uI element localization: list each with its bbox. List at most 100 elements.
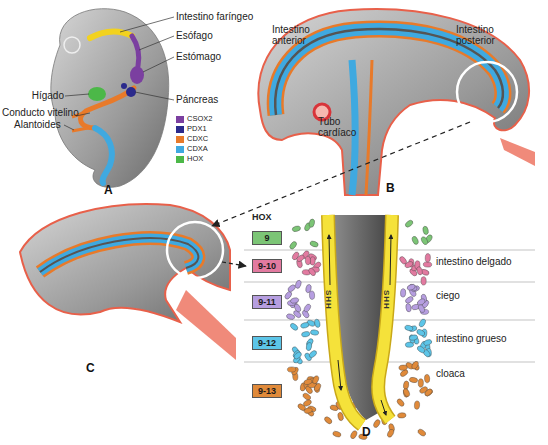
mesenchyme-cell [305, 342, 312, 351]
embryo-body [258, 9, 529, 195]
mesenchyme-cell [424, 388, 434, 397]
focus-circle [457, 62, 517, 122]
embryo-c [20, 204, 236, 360]
mesenchyme-cell [305, 256, 310, 265]
legend-row: CDXC [176, 134, 212, 144]
leader-lines [64, 17, 174, 130]
hox-code: 9-13 [256, 386, 278, 396]
structure-label: Tubo cardíaco [318, 116, 370, 138]
mesenchyme-cell [300, 322, 310, 329]
esophagus [132, 36, 139, 66]
embryo-a [51, 9, 174, 188]
panel-letter: A [104, 184, 113, 197]
yolk-stalk-wall [366, 60, 372, 195]
mesenchyme-cell [289, 240, 298, 250]
structure-label: Intestino anterior [272, 24, 324, 46]
endoderm-edge [378, 215, 392, 420]
mesenchyme-cell [292, 225, 301, 232]
mesenchyme-cell [404, 324, 413, 331]
structure-label: Conducto vitelino [2, 107, 79, 118]
endoderm-band [378, 215, 392, 420]
legend-swatch [176, 136, 184, 143]
mesenchyme-cell [309, 291, 315, 300]
mesenchyme-cell [294, 279, 302, 289]
mesenchyme-cell [310, 329, 319, 335]
hox-code-box: 9-12 [252, 336, 282, 350]
structure-label: Intestino faríngeo [176, 11, 253, 22]
legend-row: HOX [176, 154, 212, 164]
mesenchyme-cell [308, 218, 315, 227]
mesenchyme-cell [416, 266, 424, 276]
leader-line [65, 94, 89, 96]
region-label: ciego [436, 290, 460, 301]
hox-code: 9-10 [256, 261, 278, 271]
hox-code-box: 9-10 [252, 259, 282, 273]
hox-code-box: 9-13 [252, 384, 282, 398]
signal-arrow [338, 360, 341, 390]
legend-swatch [176, 156, 184, 163]
embryo-b [258, 9, 535, 195]
mesenchyme-cell [332, 430, 342, 438]
hox-code: 9-11 [256, 297, 278, 307]
legend-swatch [176, 116, 184, 123]
mesenchyme-cell [414, 401, 420, 410]
mesenchyme-cell [372, 419, 381, 429]
mesenchyme-cell [405, 303, 412, 312]
legend-text: CDXC [187, 134, 208, 144]
leader-line [120, 17, 174, 32]
signal-label: SHH [382, 290, 391, 310]
structure-label: Esófago [176, 30, 213, 41]
mesenchyme-cell [400, 288, 406, 297]
mesenchyme-cell [418, 379, 423, 387]
region-line [244, 362, 535, 363]
mesenchyme-cell [303, 407, 312, 414]
mesenchyme-cell [404, 219, 414, 228]
embryo-body [51, 9, 169, 188]
mesenchyme-cell [421, 277, 426, 285]
hox-code: 9-12 [256, 338, 278, 348]
mesenchyme-cell [287, 284, 297, 293]
mesenchyme-cell [406, 283, 416, 291]
mesenchyme-cell [399, 365, 408, 371]
mesenchyme-cell [402, 388, 410, 398]
pancreas [126, 87, 136, 97]
mesenchyme-cell [423, 262, 432, 268]
gene-label: HOX [252, 212, 272, 223]
signal-arrow [329, 235, 330, 285]
mesenchyme-cell [307, 267, 316, 277]
leader-line [139, 36, 174, 50]
region-label: cloaca [436, 368, 465, 379]
mesenchyme-cell [386, 428, 395, 438]
panel-letter: C [86, 362, 95, 375]
signal-arrow [390, 235, 391, 285]
eye [64, 37, 80, 53]
leader-line [135, 92, 174, 100]
mesenchyme-cell [411, 360, 420, 370]
mesenchyme-cell [350, 430, 358, 440]
hindgut-tube [328, 215, 392, 425]
mesenchyme-cell [312, 375, 320, 385]
mesenchyme-cell [417, 428, 427, 437]
endoderm-band [328, 215, 362, 425]
mesenchyme-cell [409, 334, 418, 341]
structure-label: Estómago [176, 51, 221, 62]
mesenchyme-cell [424, 374, 430, 383]
dashed-arrow [222, 262, 246, 266]
legend-text: HOX [187, 154, 203, 164]
allantois-region [176, 290, 236, 360]
mesenchyme-cell [425, 253, 431, 262]
signal-arrow [381, 400, 386, 415]
gut-lumen [40, 238, 198, 272]
signal-label: SHH [324, 290, 333, 310]
mesenchyme-cell [423, 339, 433, 347]
legend-row: CSOX2 [176, 114, 212, 124]
region-label: intestino delgado [436, 256, 512, 267]
stomach [130, 66, 144, 84]
structure-label: Hígado [14, 90, 64, 101]
gut-rim [40, 238, 198, 272]
liver [88, 87, 106, 101]
legend: CSOX2PDX1CDXCCDXAHOX [176, 114, 212, 164]
